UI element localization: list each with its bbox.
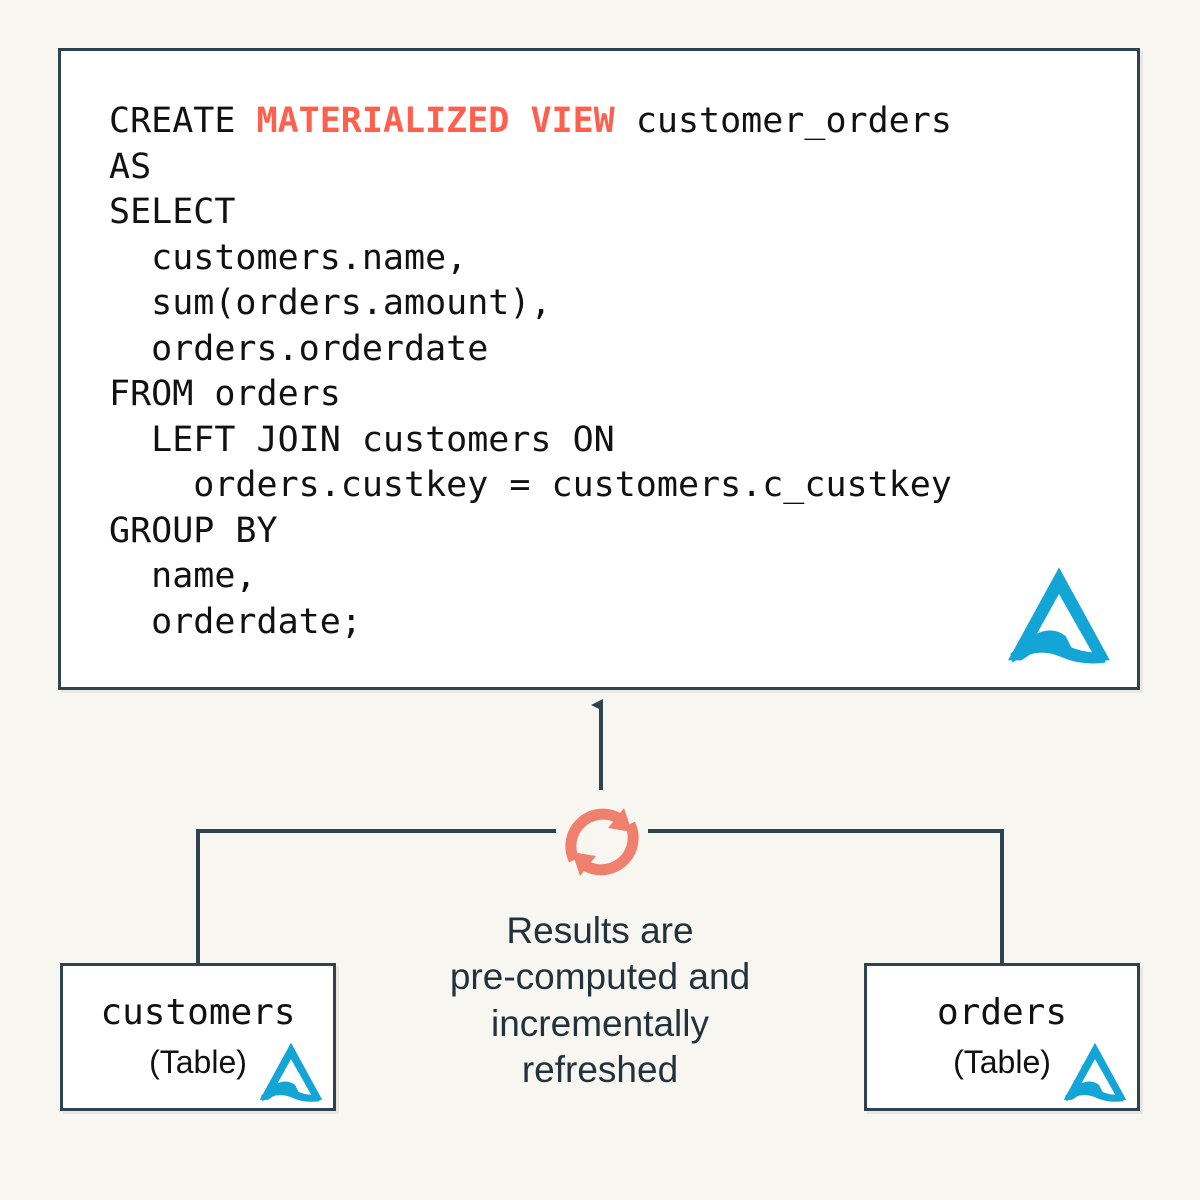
caption-text: Results are pre-computed and incremental… (400, 908, 800, 1093)
table-kind-label: (Table) (149, 1044, 247, 1080)
materialize-triangle-wave-logo (1063, 1042, 1127, 1102)
sql-prefix: CREATE (109, 101, 257, 141)
materialize-triangle-wave-logo (259, 1042, 323, 1102)
table-box-customers: customers (Table) (60, 963, 336, 1111)
caption-line-1: Results are (506, 910, 694, 951)
caption-line-3: incrementally (491, 1002, 709, 1044)
table-kind-label: (Table) (953, 1044, 1051, 1080)
sql-code-block: CREATE MATERIALIZED VIEW customer_orders… (109, 99, 952, 645)
table-name-label: orders (936, 992, 1068, 1033)
refresh-cycle-icon (565, 808, 639, 876)
table-box-orders: orders (Table) (864, 963, 1140, 1111)
caption-line-4: refreshed (521, 1048, 679, 1090)
table-name-label: customers (100, 992, 296, 1033)
sql-suffix: customer_orders AS SELECT customers.name… (109, 101, 952, 642)
materialize-triangle-wave-logo (1008, 567, 1110, 664)
materialized-view-sql-panel: CREATE MATERIALIZED VIEW customer_orders… (58, 48, 1140, 690)
caption-line-2: pre-computed and (449, 956, 751, 998)
sql-highlighted-keyword: MATERIALIZED VIEW (256, 101, 615, 141)
